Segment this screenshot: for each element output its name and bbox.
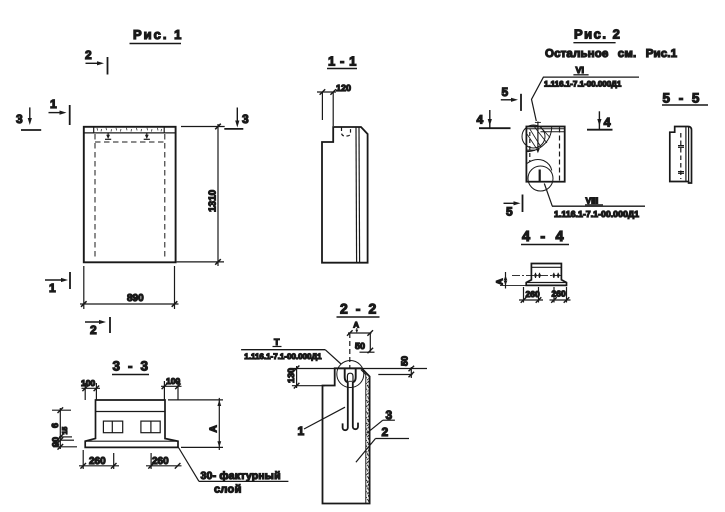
svg-text:1: 1 [50,97,57,111]
svg-text:260: 260 [552,289,566,299]
svg-text:1.116.1-7.1-00.000Д1: 1.116.1-7.1-00.000Д1 [544,80,622,89]
svg-text:6: 6 [50,423,60,428]
svg-text:А: А [209,425,220,432]
svg-text:2: 2 [85,48,92,62]
svg-text:3: 3 [242,112,249,126]
svg-text:А: А [353,321,359,330]
svg-text:2-2: 2-2 [340,301,384,317]
svg-text:100: 100 [81,378,95,388]
svg-text:1.116.1-7.1-00.000Д1: 1.116.1-7.1-00.000Д1 [554,209,639,219]
svg-text:90: 90 [51,437,61,447]
svg-text:3: 3 [386,408,393,422]
svg-text:890: 890 [127,293,144,304]
svg-text:VI: VI [576,65,585,75]
svg-text:120: 120 [336,83,351,93]
svg-text:5: 5 [502,85,509,99]
svg-text:1.116.1-7.1-00.000Д1: 1.116.1-7.1-00.000Д1 [244,352,322,361]
svg-text:15: 15 [62,427,69,435]
svg-text:Остальное см. Рис.1: Остальное см. Рис.1 [545,48,678,60]
svg-text:VIII: VIII [586,196,599,206]
svg-text:5: 5 [506,205,513,219]
svg-text:Т: Т [274,337,280,347]
svg-text:2: 2 [90,323,97,337]
svg-text:260: 260 [152,456,169,467]
svg-text:А: А [495,278,505,285]
svg-text:Рис. 1: Рис. 1 [133,27,183,42]
svg-text:3: 3 [16,112,23,126]
svg-text:Рис. 2: Рис. 2 [574,27,621,42]
svg-text:260: 260 [526,289,540,299]
svg-text:5-5: 5-5 [663,91,709,106]
svg-text:30- фактурный: 30- фактурный [201,470,281,482]
svg-text:слой: слой [214,484,242,496]
svg-text:4: 4 [477,113,484,127]
svg-text:1-1: 1-1 [328,54,361,69]
svg-text:1310: 1310 [208,189,219,212]
svg-text:1: 1 [298,424,305,438]
svg-text:4-4: 4-4 [522,229,574,245]
svg-text:1: 1 [49,281,56,295]
svg-text:130: 130 [286,368,296,383]
svg-text:100: 100 [166,376,180,386]
svg-text:3-3: 3-3 [113,359,157,374]
svg-text:2: 2 [382,425,389,439]
svg-text:50: 50 [400,356,410,366]
svg-text:4: 4 [604,116,611,130]
svg-text:260: 260 [89,456,106,467]
svg-text:50: 50 [355,341,365,351]
